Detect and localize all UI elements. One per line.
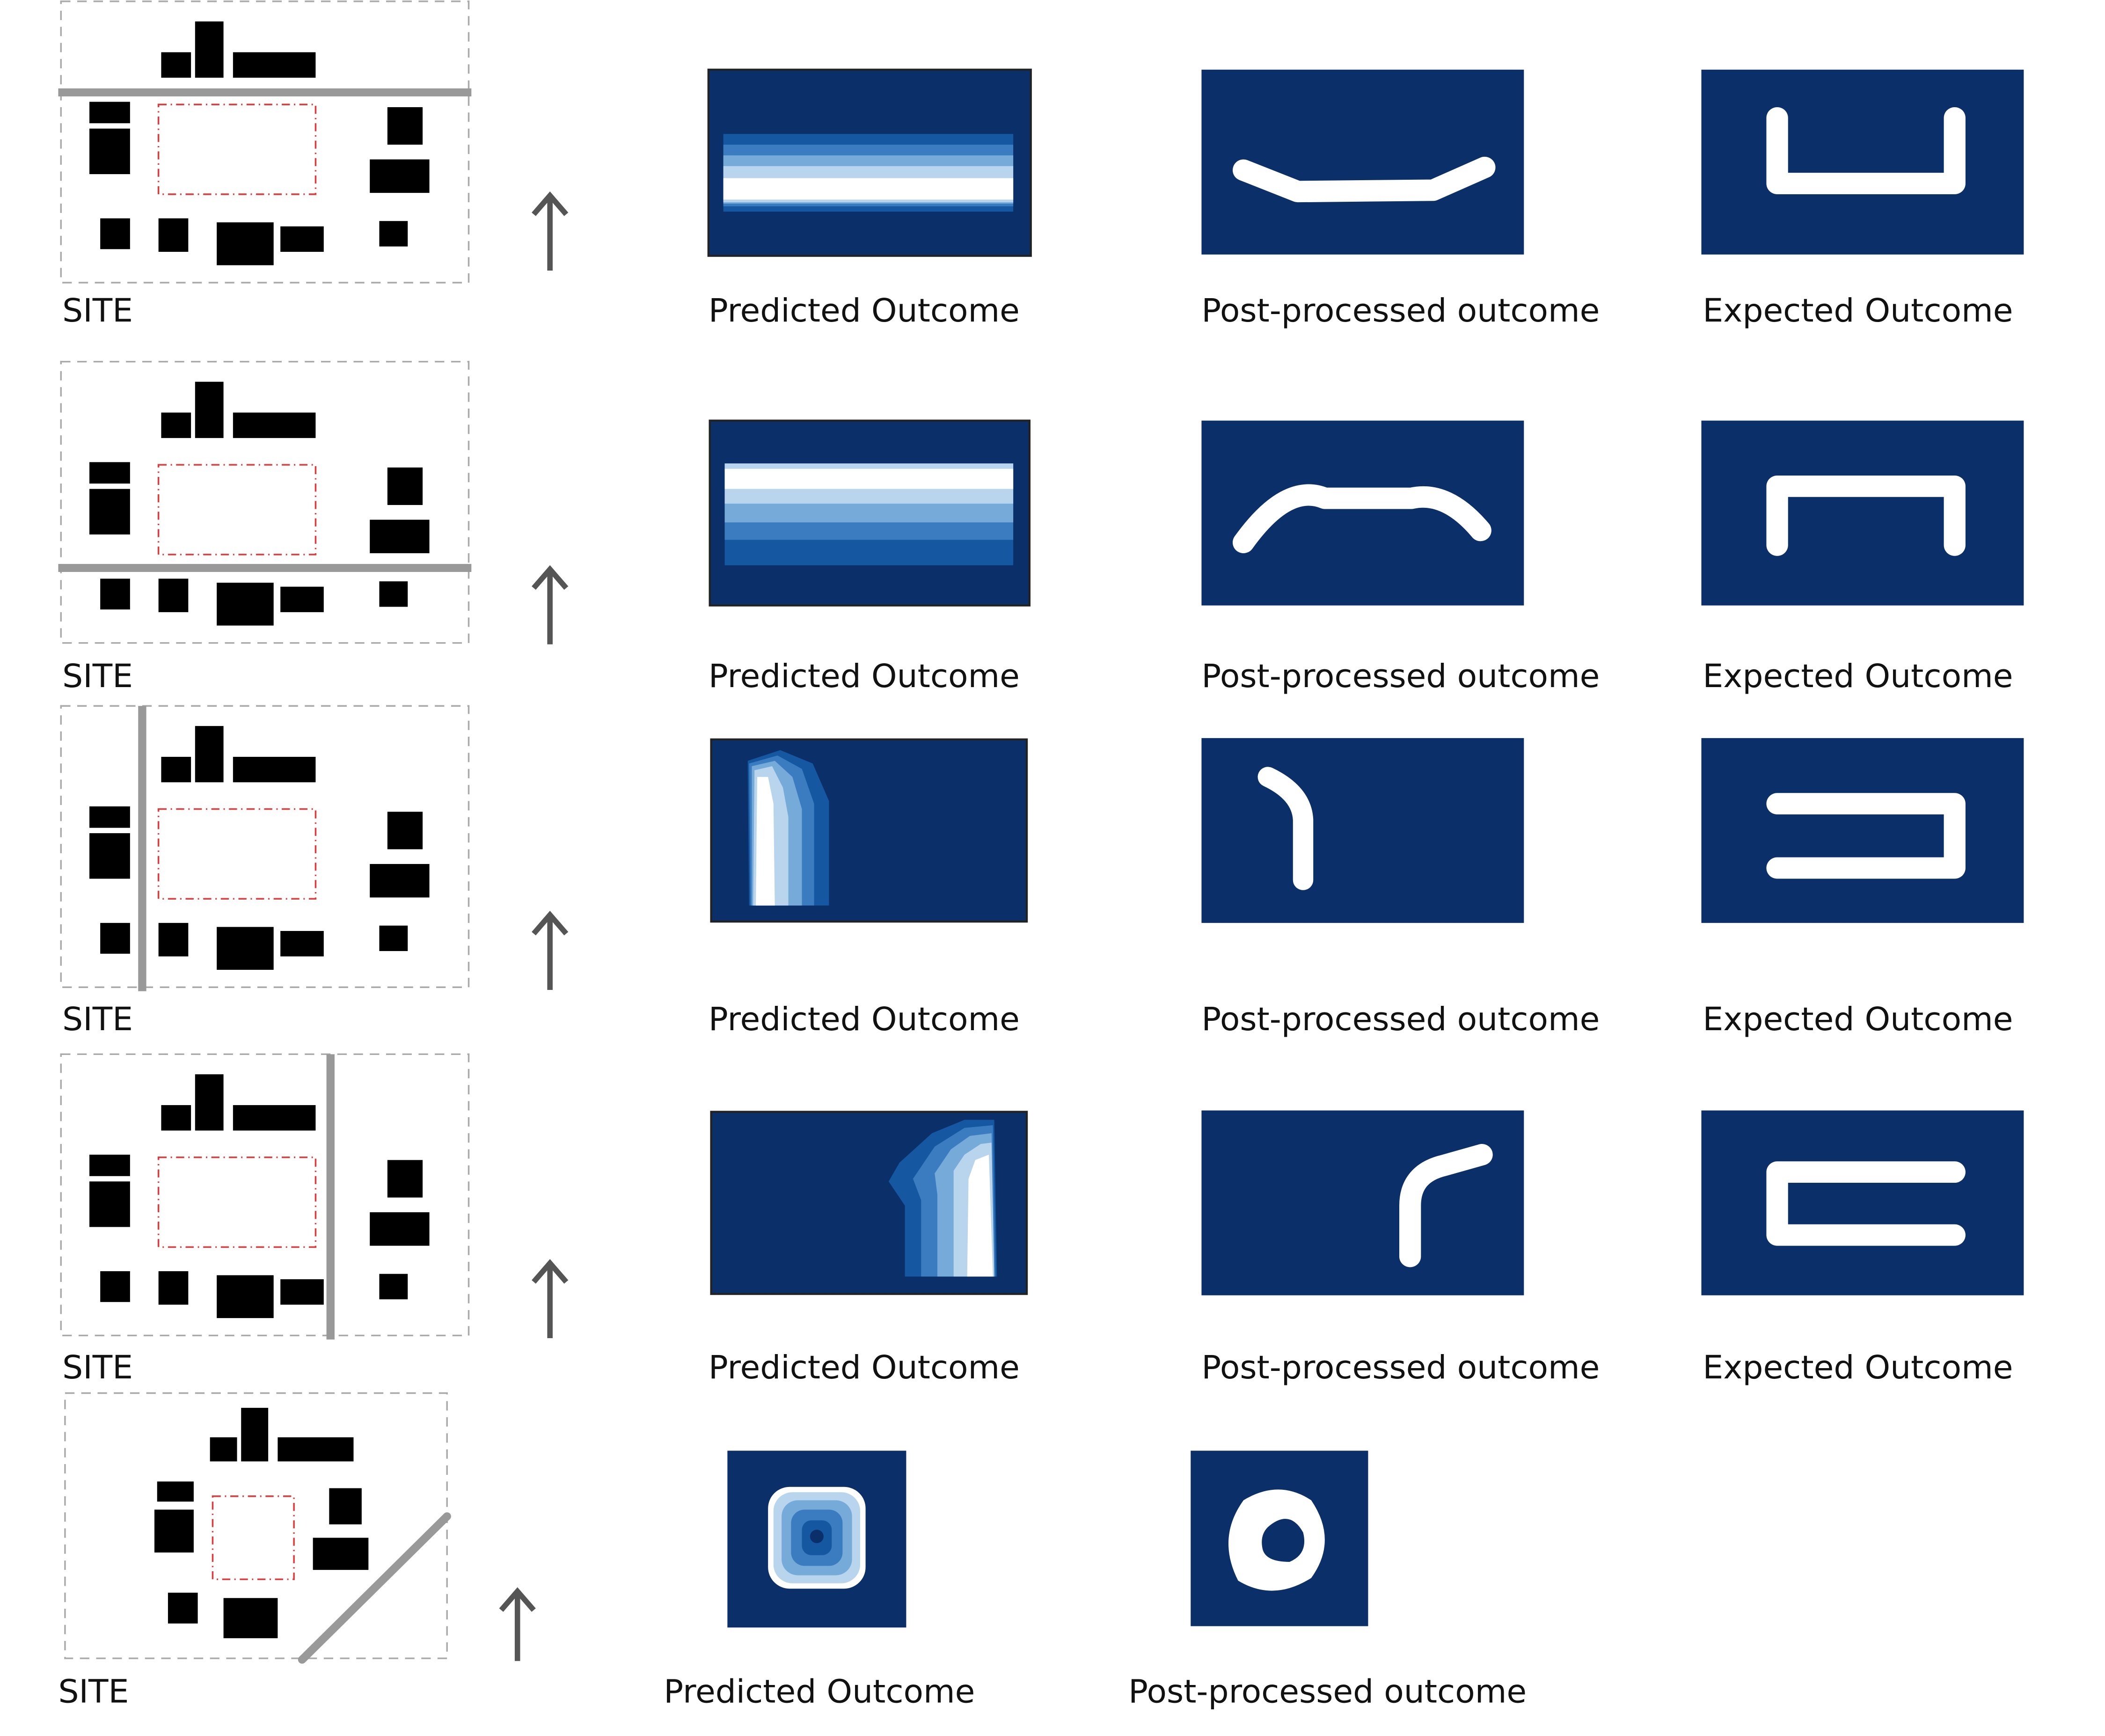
expected-outcome-panel-3 <box>1701 738 2024 923</box>
site-label: SITE <box>58 1673 129 1711</box>
site-plan-4 <box>60 1053 470 1340</box>
row-3: SITE Predicted Outcome Post-processed ou… <box>60 705 2024 1038</box>
north-arrow-icon <box>499 1587 536 1661</box>
site-plan-3 <box>60 705 470 991</box>
row-1: SITE Predicted Outcome Post-processed ou… <box>58 0 2024 330</box>
north-arrow-icon <box>534 196 566 271</box>
postprocessed-outcome-label: Post-processed outcome <box>1201 292 1600 330</box>
expected-outcome-panel-2 <box>1701 420 2024 606</box>
postprocessed-outcome-panel-2 <box>1201 420 1524 606</box>
north-arrow-icon <box>534 569 566 644</box>
postprocessed-outcome-panel-5 <box>1191 1450 1368 1626</box>
site-label: SITE <box>62 292 133 330</box>
predicted-outcome-panel-4 <box>710 1111 1028 1295</box>
row-5: SITE Predicted Outcome Post-processed ou… <box>58 1392 1527 1711</box>
postprocessed-outcome-panel-4 <box>1201 1110 1524 1296</box>
site-label: SITE <box>62 1349 133 1386</box>
postprocessed-outcome-panel-3 <box>1201 738 1524 923</box>
postprocessed-outcome-label: Post-processed outcome <box>1201 658 1600 696</box>
expected-outcome-panel-4 <box>1701 1110 2024 1296</box>
row-4: SITE Predicted Outcome Post-processed ou… <box>60 1053 2024 1386</box>
site-label: SITE <box>62 1001 133 1038</box>
predicted-outcome-panel-2 <box>709 419 1031 607</box>
expected-outcome-label: Expected Outcome <box>1703 1349 2013 1386</box>
expected-outcome-label: Expected Outcome <box>1703 658 2013 696</box>
road <box>298 1512 451 1664</box>
predicted-outcome-label: Predicted Outcome <box>709 1001 1020 1038</box>
north-arrow-icon <box>534 915 566 990</box>
predicted-outcome-label: Predicted Outcome <box>664 1673 975 1711</box>
site-plan-1 <box>58 0 472 284</box>
predicted-outcome-label: Predicted Outcome <box>709 292 1020 330</box>
predicted-outcome-label: Predicted Outcome <box>709 658 1020 696</box>
predicted-outcome-panel-3 <box>710 738 1028 923</box>
predicted-outcome-panel-1 <box>707 68 1032 257</box>
predicted-outcome-panel-5 <box>727 1450 906 1628</box>
site-plan-5 <box>64 1392 451 1664</box>
predicted-outcome-label: Predicted Outcome <box>709 1349 1020 1386</box>
site-plan-2 <box>58 360 472 644</box>
postprocessed-outcome-label: Post-processed outcome <box>1128 1673 1527 1711</box>
site-label: SITE <box>62 658 133 696</box>
expected-outcome-label: Expected Outcome <box>1703 1001 2013 1038</box>
postprocessed-outcome-label: Post-processed outcome <box>1201 1001 1600 1038</box>
row-2: SITE Predicted Outcome Post-processed ou… <box>58 360 2024 696</box>
north-arrow-icon <box>534 1263 566 1338</box>
postprocessed-outcome-panel-1 <box>1201 69 1524 255</box>
expected-outcome-panel-1 <box>1701 69 2024 255</box>
postprocessed-outcome-label: Post-processed outcome <box>1201 1349 1600 1386</box>
expected-outcome-label: Expected Outcome <box>1703 292 2013 330</box>
